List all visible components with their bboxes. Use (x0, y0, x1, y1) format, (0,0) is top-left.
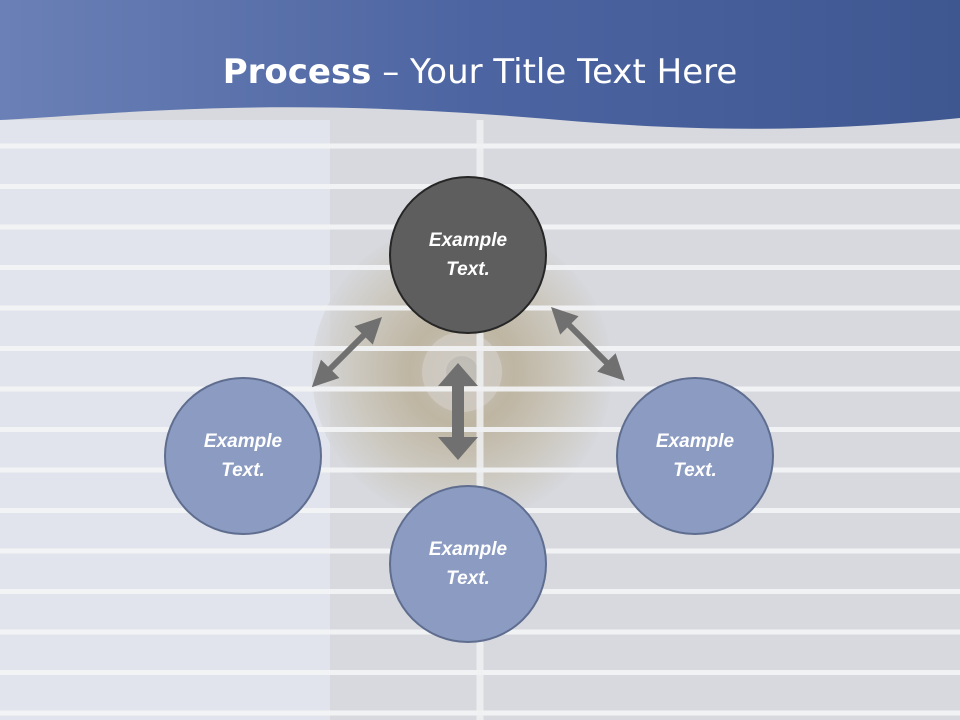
node-right-line1: Example (655, 431, 735, 452)
arrow-vertical (438, 363, 478, 460)
title-bold-part: Process (222, 52, 372, 92)
arrow-left-diagonal (311, 317, 382, 388)
slide-title: Process – Your Title Text Here (0, 52, 960, 92)
node-left-line1: Example (203, 431, 283, 452)
node-center-line2: Text. (446, 259, 490, 280)
node-left-line2: Text. (221, 460, 265, 481)
node-bottom-line2: Text. (446, 568, 490, 589)
node-bottom-line1: Example (428, 539, 508, 560)
arrow-right-diagonal (551, 307, 625, 381)
node-right-line2: Text. (673, 460, 717, 481)
title-rest-part: – Your Title Text Here (371, 52, 738, 92)
node-center-line1: Example (428, 230, 508, 251)
